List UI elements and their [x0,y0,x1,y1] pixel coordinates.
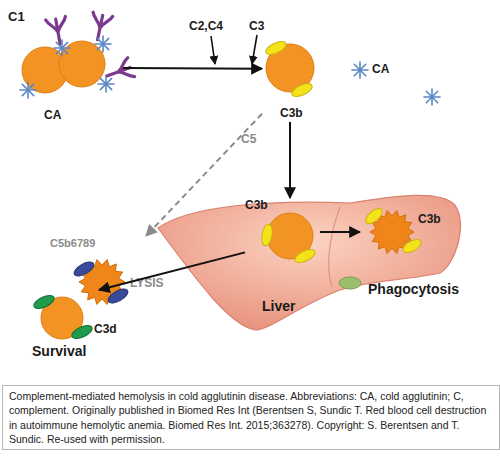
coated-cell: C3b [245,198,320,266]
complex-label: C5b6789 [50,236,95,250]
c3d-fragment [70,323,94,341]
reagent-label: C2,C4 [189,19,223,33]
cold-agglutinin-symbol [424,89,440,105]
mac-complex [72,259,96,279]
reagent-arrow [252,35,257,64]
cold-agglutinin-symbol [95,36,111,52]
surviving-cell: C3dSurvival [22,290,132,362]
clearance-arrow [289,122,291,198]
c3b-fragment [401,237,423,256]
liver-organ [158,195,460,330]
c1-molecule [103,58,134,86]
reaction-arrow [123,67,262,70]
organ-label: Liver [262,299,295,313]
c1-molecule [88,12,113,42]
c3b-fragment [264,39,288,57]
fragment-label: C3b [245,198,268,212]
fragment-label: C3d [94,322,117,336]
antibody-label: CA [44,108,61,122]
coated-cell: C3b [262,40,322,122]
c3b-fragment [290,81,314,99]
reagent-label: C3 [249,19,264,33]
release-arrow [99,252,245,290]
edge-label: C5 [241,132,256,146]
c1-molecule [46,16,70,45]
component-label: C1 [8,10,25,24]
gallbladder [339,277,361,289]
fragment-label: C3b [280,106,303,120]
reagent-arrow [211,36,215,64]
outcome-label: Survival [32,344,86,358]
cold-agglutinin-symbol [20,82,36,98]
agglutinated-cells-shape [8,10,123,126]
liver: LiverC3bC3bPhagocytosis [150,185,465,335]
lysis-arrow [146,114,262,236]
cold-agglutinin-symbol [98,76,114,92]
agglutinated-cells: C1CA [8,10,123,126]
c3d-fragment [32,293,56,311]
outcome-label: Phagocytosis [368,282,459,296]
red-blood-cell [59,41,105,87]
c3b-fragment [293,247,317,265]
cold-agglutinin-symbol [54,40,70,56]
figure-caption: Complement-mediated hemolysis in cold ag… [2,385,500,450]
outcome-label: LYSIS [130,276,164,290]
c3b-fragment [260,223,274,246]
antibody-label: CA [372,62,389,76]
phagocytosed-cell: C3bPhagocytosis [360,200,460,300]
liver-lobe-line [329,207,340,287]
c3b-fragment [363,206,385,227]
cold-agglutinin-symbol [352,62,368,78]
mac-complex [106,286,130,306]
phagocytosis-arrow [320,231,360,233]
fragment-label: C3b [418,212,441,226]
